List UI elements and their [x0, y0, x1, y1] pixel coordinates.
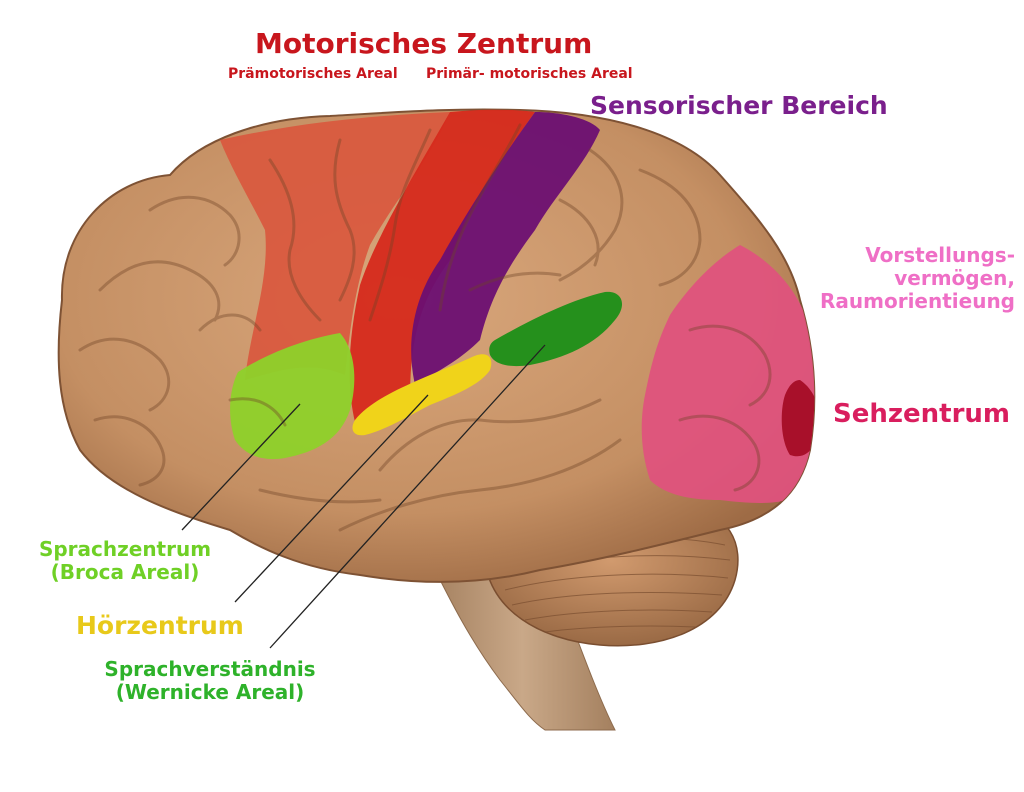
imagination-label-line-2: vermögen, — [894, 266, 1015, 290]
imagination-label: Vorstellungs- vermögen, Raumorientieung — [790, 244, 1015, 313]
sensory-label: Sensorischer Bereich — [590, 91, 888, 120]
visual-center-label: Sehzentrum — [833, 399, 1010, 429]
auditory-area — [352, 354, 492, 436]
premotor-area — [220, 112, 450, 380]
broca-label-line-1: Sprachzentrum — [38, 537, 212, 561]
leader-line-wernicke — [269, 344, 546, 649]
wernicke-label: Sprachverständnis (Wernicke Areal) — [100, 658, 320, 704]
broca-area — [230, 333, 355, 460]
leader-lines — [181, 344, 546, 649]
wernicke-label-line-1: Sprachverständnis — [104, 657, 316, 681]
primary-motor-label: Primär- motorisches Areal — [426, 66, 633, 82]
wernicke-label-line-2: (Wernicke Areal) — [115, 680, 305, 704]
leader-line-broca — [181, 403, 301, 531]
brain-gyri — [78, 123, 772, 532]
sensory-area — [411, 112, 600, 385]
wernicke-area — [489, 291, 623, 367]
premotor-label: Prämotorisches Areal — [228, 66, 398, 82]
leader-line-auditory — [234, 394, 429, 603]
imagination-label-line-1: Vorstellungs- — [865, 243, 1015, 267]
visual-core-area — [781, 380, 815, 457]
broca-label-line-2: (Broca Areal) — [50, 560, 200, 584]
imagination-label-line-3: Raumorientieung — [819, 289, 1015, 313]
motor-center-title: Motorisches Zentrum — [255, 27, 593, 60]
auditory-label: Hörzentrum — [76, 611, 244, 640]
imagination-area — [641, 245, 815, 503]
broca-label: Sprachzentrum (Broca Areal) — [30, 538, 220, 584]
